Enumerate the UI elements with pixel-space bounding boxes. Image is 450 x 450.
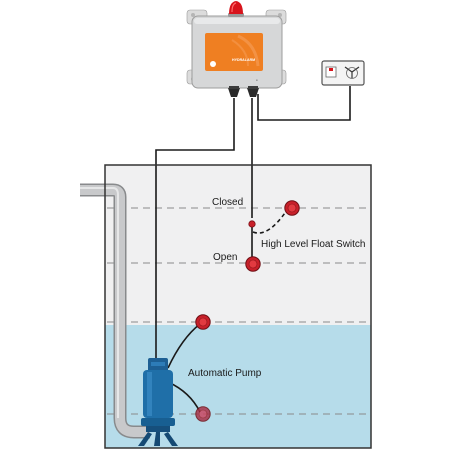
mains-cable — [257, 86, 351, 121]
power-socket-icon — [321, 60, 365, 86]
tank-air-region — [105, 165, 371, 325]
automatic-pump — [138, 358, 178, 446]
svg-text:●: ● — [256, 78, 258, 82]
float-closed-position — [284, 200, 300, 216]
alarm-control-box: HYDRALARM ● — [186, 9, 287, 89]
float-switch-weight — [248, 220, 256, 228]
controller-brand-label: HYDRALARM — [232, 58, 255, 62]
alarm-beacon-icon — [228, 1, 244, 17]
open-label: Open — [213, 252, 237, 263]
cable-glands — [228, 86, 259, 97]
automatic-pump-label: Automatic Pump — [188, 368, 262, 379]
high-level-float-switch-label: High Level Float Switch — [261, 239, 366, 250]
tank-outline — [104, 164, 372, 449]
pump-power-cable — [155, 98, 235, 362]
pump-float-off — [195, 406, 211, 422]
float-open-position — [245, 256, 261, 272]
closed-label: Closed — [212, 197, 243, 208]
pump-float-on — [195, 314, 211, 330]
float-switch-travel-arc — [252, 209, 288, 234]
level-lines — [107, 207, 369, 415]
